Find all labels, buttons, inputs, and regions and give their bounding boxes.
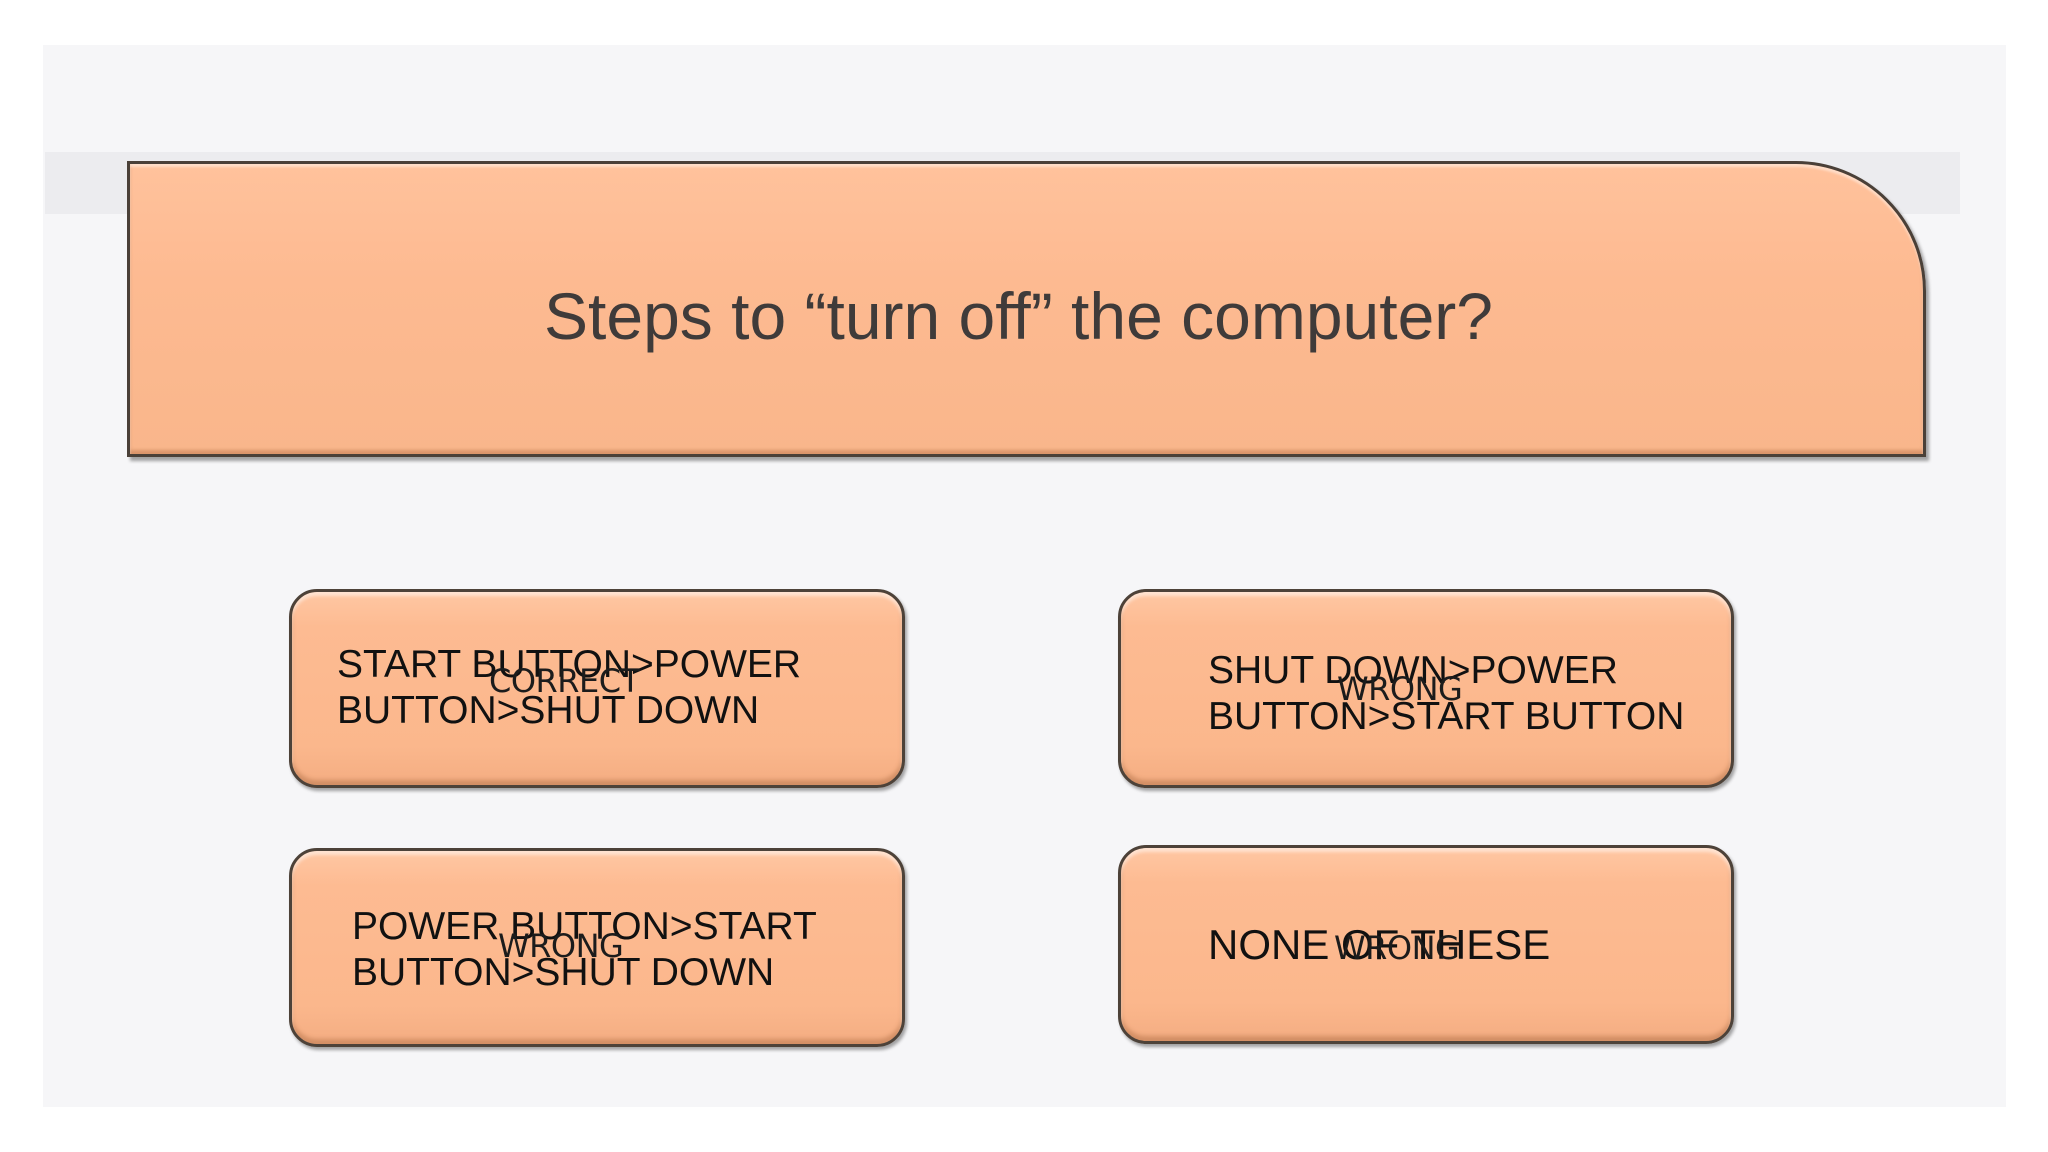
answer-option-4-result: WRONG bbox=[1334, 929, 1460, 967]
answer-option-4[interactable]: NONE OF THESE WRONG bbox=[1118, 845, 1734, 1044]
answer-option-2[interactable]: SHUT DOWN>POWER BUTTON>START BUTTON WRON… bbox=[1118, 589, 1734, 788]
answer-option-3[interactable]: POWER BUTTON>START BUTTON>SHUT DOWN WRON… bbox=[289, 848, 905, 1047]
answer-option-1-result: CORRECT bbox=[489, 662, 640, 700]
answer-option-1-label: START BUTTON>POWER BUTTON>SHUT DOWN bbox=[337, 643, 802, 732]
answer-option-4-label: NONE OF THESE bbox=[1208, 921, 1551, 968]
answer-option-3-result: WRONG bbox=[498, 927, 624, 965]
question-title: Steps to “turn off” the computer? bbox=[544, 279, 1493, 353]
question-box: Steps to “turn off” the computer? bbox=[127, 161, 1926, 457]
answer-option-1[interactable]: START BUTTON>POWER BUTTON>SHUT DOWN CORR… bbox=[289, 589, 905, 788]
answer-option-2-result: WRONG bbox=[1337, 670, 1463, 708]
answer-option-2-label: SHUT DOWN>POWER BUTTON>START BUTTON bbox=[1208, 649, 1685, 738]
answer-option-3-label: POWER BUTTON>START BUTTON>SHUT DOWN bbox=[352, 905, 817, 994]
